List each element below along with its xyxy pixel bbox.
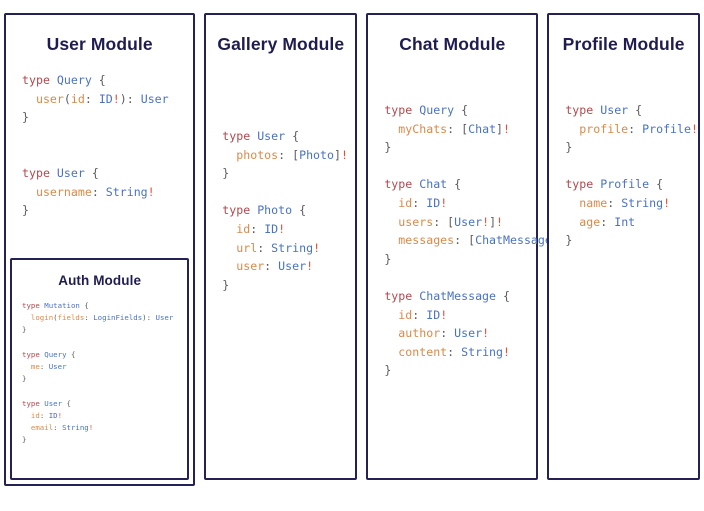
- module-title-user: User Module: [46, 34, 153, 54]
- schema-code-profile: type User { profile: Profile!}type Profi…: [565, 103, 698, 248]
- module-title-profile: Profile Module: [562, 34, 685, 54]
- schema-code-user: type Query { user(id: ID!): User}type Us…: [22, 73, 169, 218]
- schema-code-auth: type Mutation { login(fields: LoginField…: [22, 301, 174, 445]
- schema-code-chat: type Query { myChats: [Chat]!}type Chat …: [384, 103, 566, 378]
- module-card-chat[interactable]: Chat Module type Query { myChats: [Chat]…: [366, 13, 566, 480]
- module-card-user[interactable]: User Module type Query { user(id: ID!): …: [4, 13, 196, 486]
- module-title-auth: Auth Module: [58, 273, 142, 288]
- nested-module-wrapper: Auth Module type Mutation { login(fields…: [6, 258, 193, 484]
- schema-code-gallery: type User { photos: [Photo]!}type Photo …: [222, 129, 348, 292]
- module-title-chat: Chat Module: [399, 34, 506, 54]
- module-card-gallery[interactable]: Gallery Module type User { photos: [Phot…: [204, 13, 358, 480]
- module-title-gallery: Gallery Module: [217, 34, 345, 54]
- module-card-auth[interactable]: Auth Module type Mutation { login(fields…: [10, 258, 190, 480]
- module-card-profile[interactable]: Profile Module type User { profile: Prof…: [547, 13, 700, 480]
